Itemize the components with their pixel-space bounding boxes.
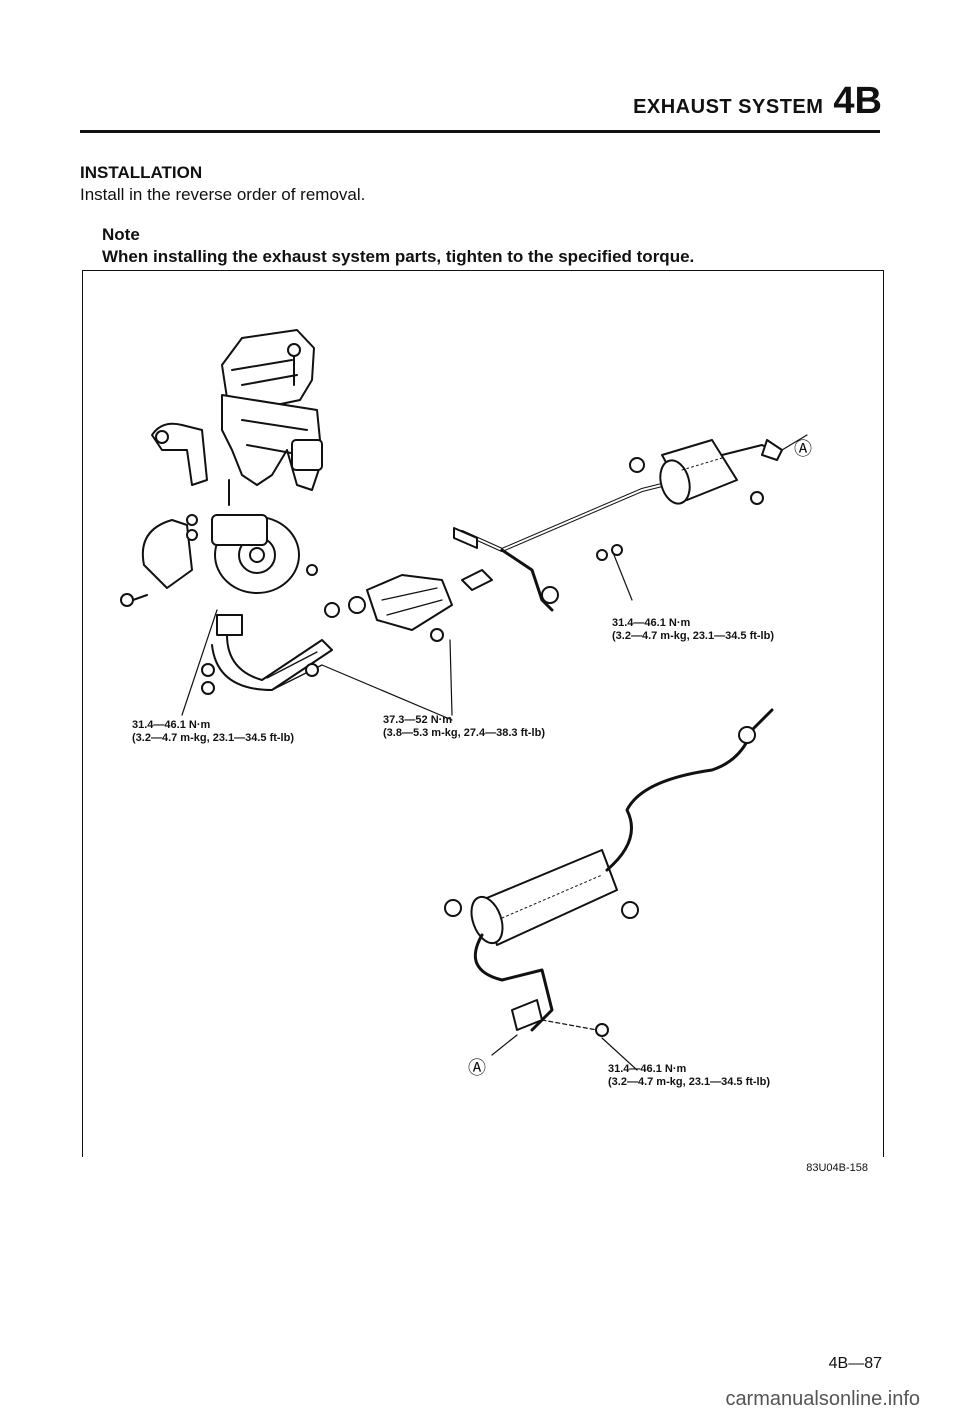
bolt-top bbox=[287, 343, 301, 386]
header-title: EXHAUST SYSTEM bbox=[633, 96, 824, 118]
figure-id: 83U04B-158 bbox=[806, 1162, 868, 1174]
bolt-set-left bbox=[120, 514, 318, 607]
catalytic-converter bbox=[366, 574, 453, 642]
turbo-heat-shield bbox=[141, 519, 193, 589]
main-silencer bbox=[444, 708, 774, 946]
leader-lines bbox=[181, 434, 808, 721]
note-title: Note bbox=[102, 225, 140, 244]
page-header: EXHAUST SYSTEM 4B bbox=[633, 80, 882, 123]
turbocharger bbox=[211, 514, 300, 594]
connecting-pipe bbox=[473, 933, 638, 1071]
marker-a-bottom: Ⓐ bbox=[468, 1058, 486, 1078]
torque-spec-center: 37.3—52 N·m (3.8—5.3 m-kg, 27.4—38.3 ft-… bbox=[383, 714, 545, 739]
exhaust-system-diagram bbox=[120, 329, 808, 1071]
exhaust-manifold bbox=[221, 394, 323, 491]
note-text: When installing the exhaust system parts… bbox=[102, 247, 695, 266]
torque-spec-front-right: 31.4—46.1 N·m (3.2—4.7 m-kg, 23.1—34.5 f… bbox=[612, 617, 774, 642]
figure-frame bbox=[82, 270, 884, 1157]
front-pipe bbox=[211, 614, 333, 691]
page-number: 4B—87 bbox=[828, 1355, 882, 1372]
watermark: carmanualsonline.info bbox=[725, 1388, 920, 1410]
pre-silencer bbox=[629, 439, 783, 505]
torque-spec-rear: 31.4—46.1 N·m (3.2—4.7 m-kg, 23.1—34.5 f… bbox=[608, 1063, 770, 1088]
section-title: INSTALLATION bbox=[80, 163, 203, 182]
marker-a-top: Ⓐ bbox=[794, 439, 812, 459]
torque-spec-left: 31.4—46.1 N·m (3.2—4.7 m-kg, 23.1—34.5 f… bbox=[132, 719, 294, 744]
gasket-set-front bbox=[201, 596, 366, 695]
header-rule bbox=[80, 130, 880, 133]
pipe-elbow bbox=[151, 422, 208, 486]
header-section-code: 4B bbox=[833, 80, 882, 122]
section-text: Install in the reverse order of removal. bbox=[80, 185, 366, 204]
